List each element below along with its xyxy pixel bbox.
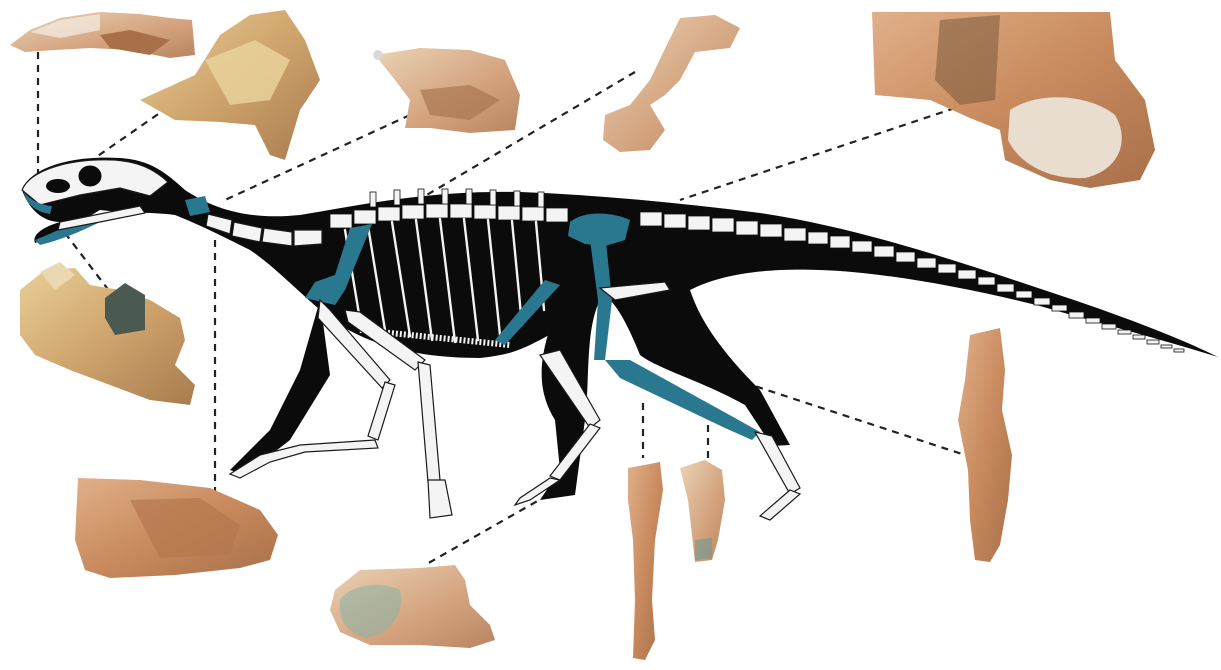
fossil-fibula	[680, 460, 725, 562]
fossil-tibia-fragment	[628, 462, 663, 660]
antorbital-fenestra	[46, 179, 70, 193]
fossil-scapula	[603, 15, 740, 152]
fossil-ilium	[872, 12, 1155, 188]
fossil-maxilla	[10, 12, 195, 58]
fossil-femur	[958, 328, 1012, 562]
fossil-cervical-vertebra	[373, 48, 520, 133]
orbit	[77, 164, 103, 188]
dinosaur-skeleton	[22, 158, 1218, 520]
cervical-vertebra-4	[294, 230, 322, 246]
fossil-humerus-fragment	[75, 478, 278, 578]
fossil-astragalus	[330, 565, 495, 648]
leader-line-cervical	[225, 115, 410, 200]
fossil-dentary-with-teeth	[20, 262, 195, 405]
leader-line-ilium	[680, 108, 955, 200]
